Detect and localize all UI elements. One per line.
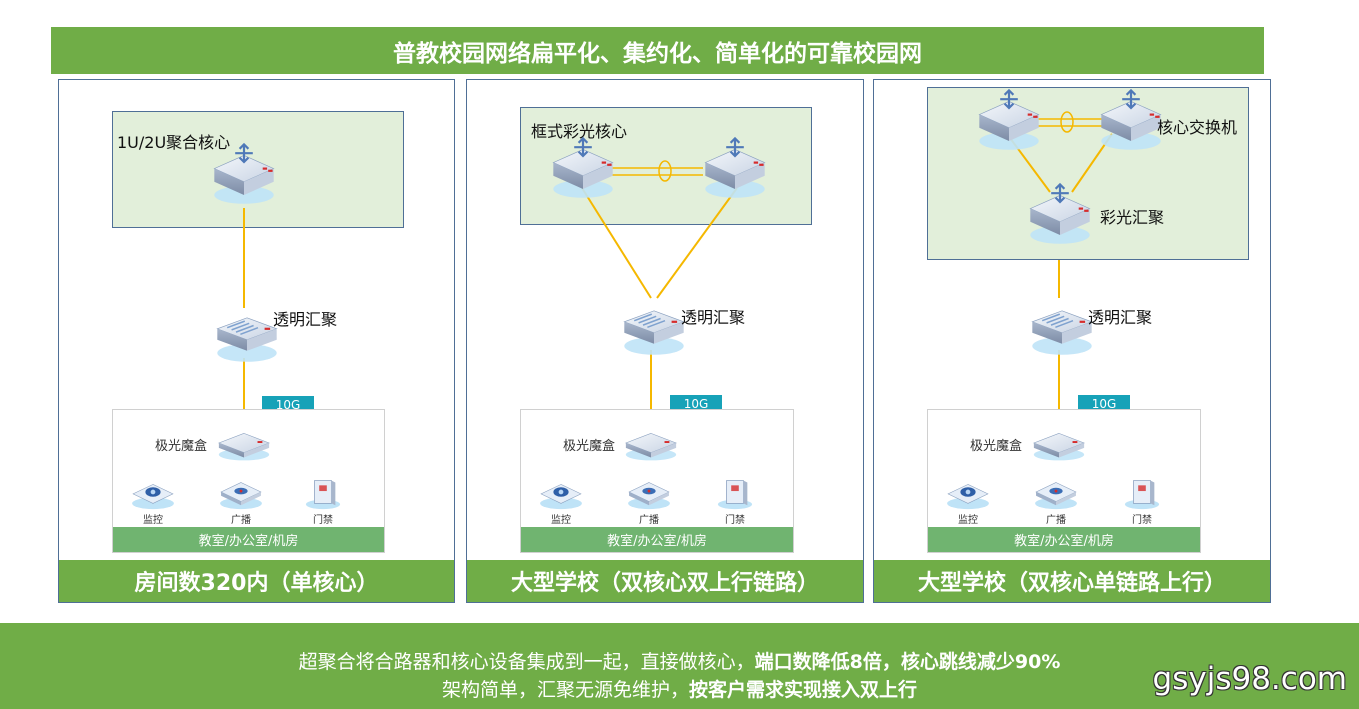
aurora-box-icon — [1030, 423, 1088, 463]
core-label: 核心交换机 — [1157, 118, 1238, 137]
panel-caption: 大型学校（双核心单链路上行） — [874, 560, 1270, 602]
link-speed-tag: 10G — [262, 396, 314, 413]
summary-line-2-bold: 按客户需求实现接入双上行 — [689, 679, 918, 701]
core-label: 框式彩光核心 — [531, 122, 628, 141]
page-title: 普教校园网络扁平化、集约化、简单化的可靠校园网 — [51, 27, 1264, 74]
transparent-agg-icon — [1029, 291, 1095, 357]
link-speed-tag: 10G — [1078, 395, 1130, 412]
endpoint-label: 监控 — [143, 515, 163, 526]
endpoint-label: 门禁 — [1132, 515, 1152, 526]
core-switch-icon — [976, 86, 1042, 152]
room-label: 教室/办公室/机房 — [928, 527, 1200, 552]
summary-line-1: 超聚合将合路器和核心设备集成到一起，直接做核心，端口数降低8倍，核心跳线减少90… — [0, 647, 1359, 674]
speaker-icon — [625, 473, 673, 511]
panel-caption: 大型学校（双核心双上行链路） — [467, 560, 863, 602]
box-label: 极光魔盒 — [970, 439, 1023, 454]
summary-line-1-bold: 端口数降低8倍，核心跳线减少90% — [754, 651, 1061, 673]
core-switch-icon — [550, 134, 616, 200]
link-speed-tag: 10G — [670, 395, 722, 412]
speaker-icon — [217, 473, 265, 511]
transparent-agg-icon — [621, 291, 687, 357]
access-area: 教室/办公室/机房 — [520, 409, 794, 553]
speaker-icon — [1032, 473, 1080, 511]
aurora-box-icon — [215, 423, 273, 463]
room-label: 教室/办公室/机房 — [113, 527, 384, 552]
core-switch-icon — [1098, 86, 1164, 152]
endpoint-label: 监控 — [551, 515, 571, 526]
summary-line-2-plain: 架构简单，汇聚无源免维护， — [441, 679, 689, 701]
box-label: 极光魔盒 — [155, 439, 208, 454]
camera-icon — [129, 473, 177, 511]
watermark: gsyjs98.com — [1152, 661, 1347, 697]
endpoint-label: 监控 — [958, 515, 978, 526]
panel-single-core: 1U/2U聚合核心 透明汇聚 10G 教室/办公室/机房 极光魔盒 监控 广播 … — [58, 79, 455, 603]
mid-label: 彩光汇聚 — [1100, 208, 1165, 227]
summary-line-2: 架构简单，汇聚无源免维护，按客户需求实现接入双上行 — [0, 675, 1359, 702]
panel-dual-core-dual-uplink: 框式彩光核心 透明汇聚 10G 教室/办公室/机房 极光魔盒 监控 广播 门禁 … — [466, 79, 864, 603]
panel-dual-core-single-uplink: 核心交换机 彩光汇聚 透明汇聚 10G 教室/办公室/机房 极光魔盒 监控 广播… — [873, 79, 1271, 603]
box-label: 极光魔盒 — [563, 439, 616, 454]
core-label: 1U/2U聚合核心 — [117, 133, 231, 152]
agg-label: 透明汇聚 — [681, 308, 746, 327]
door-access-icon — [299, 473, 347, 511]
endpoint-label: 门禁 — [725, 515, 745, 526]
door-access-icon — [711, 473, 759, 511]
endpoint-label: 广播 — [231, 515, 251, 526]
camera-icon — [944, 473, 992, 511]
transparent-agg-icon — [214, 298, 280, 364]
core-switch-icon — [702, 134, 768, 200]
core-switch-icon — [211, 140, 277, 206]
camera-icon — [537, 473, 585, 511]
summary-line-1-plain: 超聚合将合路器和核心设备集成到一起，直接做核心， — [298, 651, 755, 673]
endpoint-label: 广播 — [639, 515, 659, 526]
agg-label: 透明汇聚 — [273, 310, 338, 329]
aurora-box-icon — [622, 423, 680, 463]
room-label: 教室/办公室/机房 — [521, 527, 793, 552]
color-optic-agg-icon — [1027, 180, 1093, 246]
endpoint-label: 广播 — [1046, 515, 1066, 526]
agg-label: 透明汇聚 — [1088, 308, 1153, 327]
panel-caption: 房间数320内（单核心） — [59, 560, 454, 602]
access-area: 教室/办公室/机房 — [112, 409, 385, 553]
access-area: 教室/办公室/机房 — [927, 409, 1201, 553]
endpoint-label: 门禁 — [313, 515, 333, 526]
door-access-icon — [1118, 473, 1166, 511]
summary-bar: 超聚合将合路器和核心设备集成到一起，直接做核心，端口数降低8倍，核心跳线减少90… — [0, 623, 1359, 709]
